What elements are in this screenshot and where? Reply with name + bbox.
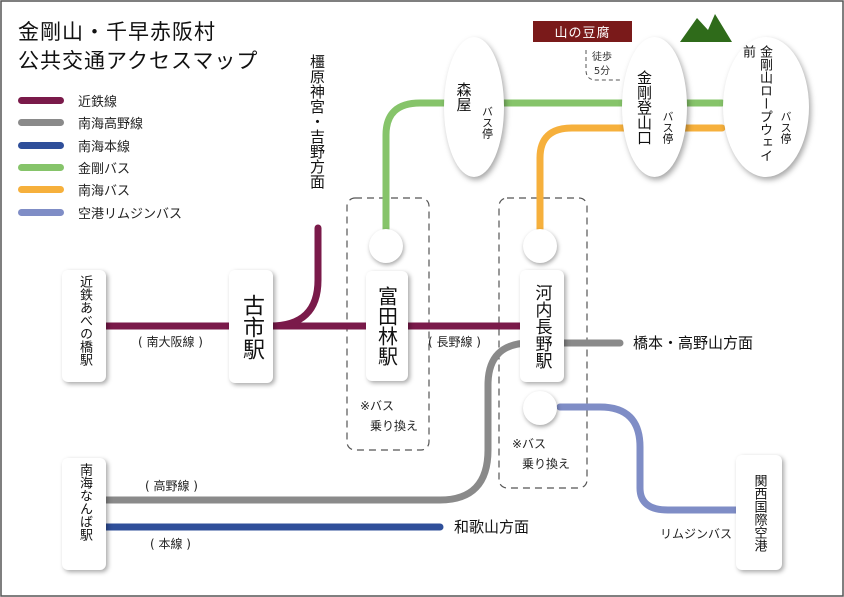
legend-swatch	[18, 118, 64, 126]
walk-minutes: 5分	[593, 66, 611, 77]
legend-swatch	[18, 185, 64, 193]
note-kawachinagano-transfer: ※バス 乗り換え	[512, 434, 570, 474]
station-kintetsu-abeno[interactable]: 近鉄あべの橋駅	[62, 270, 106, 382]
limousine-bus-line	[556, 403, 744, 514]
nankai-bus-line	[536, 124, 726, 239]
legend-label: 金剛バス	[78, 161, 131, 177]
map-title: 金剛山・千早赤阪村	[18, 20, 216, 44]
legend-item: 南海高野線	[18, 113, 144, 132]
direction-kashihara: 橿原神宮・吉野方面	[308, 54, 326, 189]
legend-swatch	[18, 163, 64, 171]
legend-swatch	[18, 141, 64, 149]
station-kawachinagano[interactable]: 河内長野駅	[520, 270, 564, 382]
busstop-sub-label: バス停	[779, 110, 792, 144]
nankai-koya-line	[101, 339, 624, 504]
legend-swatch	[18, 96, 64, 104]
label-koya-line: ( 高野線 )	[145, 479, 198, 493]
label-minami-osaka-line: ( 南大阪線 )	[138, 335, 203, 349]
legend-item: 近鉄線	[18, 91, 118, 110]
bus-transfer-point	[369, 229, 403, 263]
busstop-label: 金剛山ロープウェイ前	[740, 45, 772, 162]
legend-label: 近鉄線	[78, 94, 118, 110]
mountain-icon	[680, 14, 732, 42]
station-label: 古市駅	[239, 293, 264, 360]
label-nagano-line: ( 長野線 )	[428, 335, 481, 349]
legend-label: 南海高野線	[78, 116, 144, 132]
station-label: 河内長野駅	[531, 283, 552, 369]
station-nankai-namba[interactable]: 南海なんば駅	[62, 458, 106, 570]
legend-swatch	[18, 208, 64, 216]
direction-hashimoto: 橋本・高野山方面	[633, 334, 754, 352]
busstop-sub-label: バス停	[661, 110, 674, 144]
station-label: 南海なんば駅	[77, 463, 92, 541]
station-kansai-airport[interactable]: 関西国際空港	[736, 455, 782, 570]
busstop-kongo-ropeway[interactable]: 金剛山ロープウェイ前 バス停	[723, 37, 809, 177]
busstop-label: 金剛登山口	[635, 69, 653, 145]
station-label: 関西国際空港	[751, 473, 767, 552]
walk-label: 徒歩	[592, 52, 612, 63]
label-honsen-line: ( 本線 )	[150, 537, 191, 551]
station-label: 富田林駅	[374, 286, 399, 366]
legend-item: 南海バス	[18, 180, 131, 199]
legend-item: 金剛バス	[18, 158, 131, 177]
busstop-kongo-tozanguchi[interactable]: 金剛登山口 バス停	[622, 37, 687, 177]
legend-label: 南海本線	[78, 139, 131, 155]
walk-time: 徒歩 5分	[589, 51, 615, 79]
label-limousine-bus: リムジンバス	[660, 527, 733, 541]
station-tondabayashi[interactable]: 富田林駅	[366, 271, 408, 381]
legend-item: 南海本線	[18, 136, 131, 155]
station-label: 近鉄あべの橋駅	[77, 275, 92, 366]
busstop-label: 森屋	[454, 82, 473, 112]
note-line: ※バス	[360, 399, 395, 413]
legend-label: 南海バス	[78, 183, 131, 199]
map-subtitle: 公共交通アクセスマップ	[18, 49, 259, 73]
busstop-moriya[interactable]: 森屋 バス停	[444, 37, 504, 177]
note-line: ※バス	[512, 437, 547, 451]
kintetsu-line-kashihara	[266, 224, 322, 330]
bus-transfer-point	[523, 391, 557, 425]
station-furuichi[interactable]: 古市駅	[229, 270, 273, 383]
busstop-sub-label: バス停	[480, 105, 494, 139]
note-tondabayashi-transfer: ※バス 乗り換え	[360, 396, 418, 436]
direction-wakayama: 和歌山方面	[454, 518, 530, 536]
legend-item: 空港リムジンバス	[18, 203, 183, 222]
note-line: 乗り換え	[370, 419, 419, 433]
note-line: 乗り換え	[522, 457, 571, 471]
tofu-shop-sign: 山の豆腐	[533, 21, 632, 42]
kongo-bus-line	[382, 99, 726, 239]
bus-transfer-point	[523, 229, 557, 263]
legend-label: 空港リムジンバス	[78, 206, 183, 222]
walk-path	[585, 50, 622, 81]
